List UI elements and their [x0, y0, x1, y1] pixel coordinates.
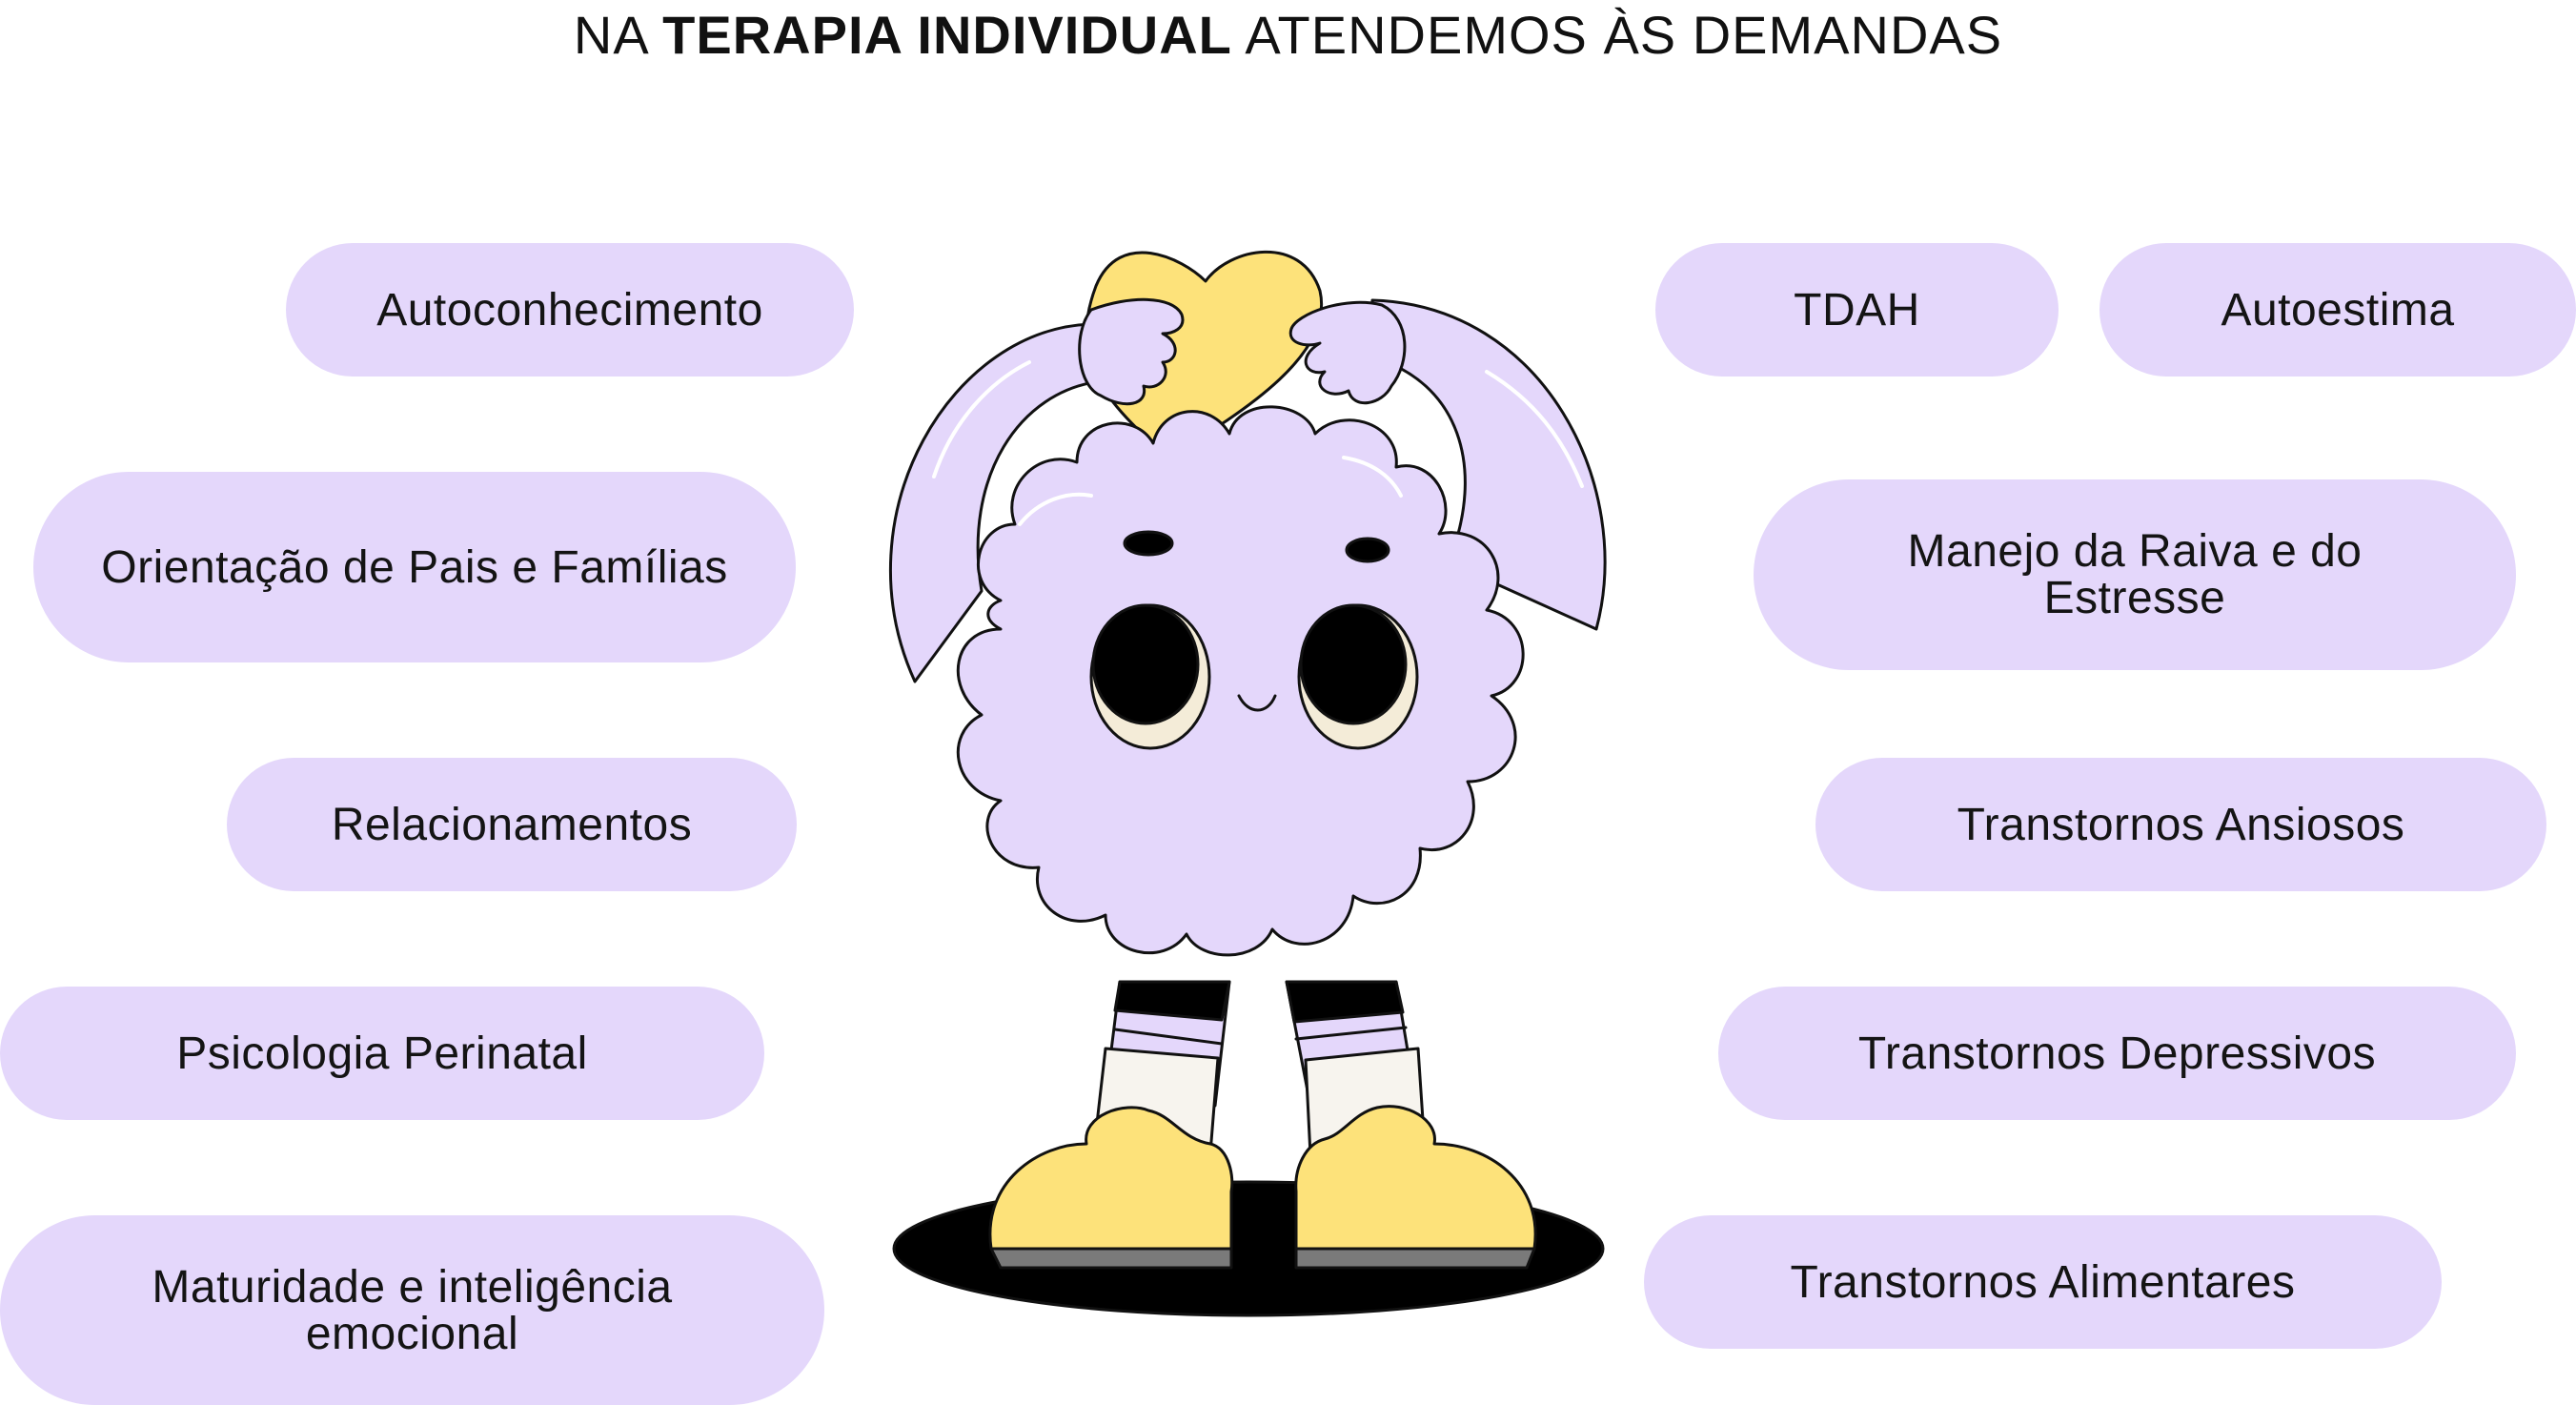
topic-transtornos-ansiosos: Transtornos Ansiosos [1815, 758, 2546, 891]
topic-label: Psicologia Perinatal [176, 1028, 588, 1079]
topic-label: Transtornos Alimentares [1790, 1256, 2296, 1308]
right-hand [1288, 300, 1407, 405]
topic-transtornos-depressivos: Transtornos Depressivos [1718, 987, 2516, 1120]
left-hand [1078, 297, 1185, 406]
right-eye-pupil [1299, 603, 1408, 725]
smile [1237, 694, 1277, 712]
topic-transtornos-alimentares: Transtornos Alimentares [1644, 1215, 2442, 1349]
topic-orientacao-pais: Orientação de Pais e Famílias [33, 472, 796, 662]
topic-relacionamentos: Relacionamentos [227, 758, 797, 891]
left-eye-pupil [1091, 603, 1200, 725]
topic-label: Autoconhecimento [376, 284, 763, 336]
page-title: NA TERAPIA INDIVIDUAL ATENDEMOS ÀS DEMAN… [0, 4, 2576, 67]
left-arm [889, 322, 1103, 683]
topic-psicologia-perinatal: Psicologia Perinatal [0, 987, 764, 1120]
right-eyebrow [1345, 537, 1390, 563]
topic-autoestima: Autoestima [2099, 243, 2576, 377]
topic-label: Transtornos Depressivos [1857, 1028, 2377, 1079]
topic-label: Relacionamentos [331, 799, 693, 850]
topic-label: Manejo da Raiva e do Estresse [1907, 526, 2363, 623]
topic-tdah: TDAH [1655, 243, 2059, 377]
cloud-body [956, 405, 1525, 957]
topic-maturidade: Maturidade e inteligência emocional [0, 1215, 824, 1405]
topic-manejo-raiva: Manejo da Raiva e do Estresse [1754, 479, 2516, 670]
cloud-mascot-icon [889, 250, 1607, 1317]
topic-autoconhecimento: Autoconhecimento [286, 243, 854, 377]
title-suffix: ATENDEMOS ÀS DEMANDAS [1245, 5, 2003, 65]
right-shoe [1294, 1105, 1537, 1251]
title-bold: TERAPIA INDIVIDUAL [662, 5, 1232, 65]
topic-label: Orientação de Pais e Famílias [101, 541, 728, 593]
left-eyebrow [1123, 530, 1174, 557]
topic-label: Transtornos Ansiosos [1957, 799, 2405, 850]
title-prefix: NA [573, 5, 647, 65]
topic-label: Maturidade e inteligência emocional [152, 1261, 673, 1359]
left-shoe [988, 1106, 1234, 1251]
right-arm [1370, 298, 1607, 631]
topic-label: TDAH [1794, 284, 1920, 336]
topic-label: Autoestima [2221, 284, 2455, 336]
